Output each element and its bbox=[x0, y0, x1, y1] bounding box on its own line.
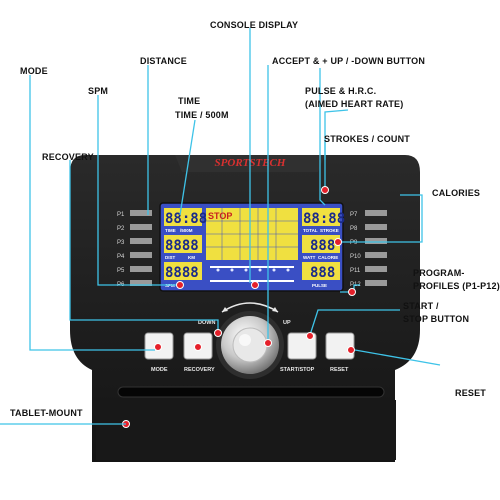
program-label-p11: P11 bbox=[350, 268, 361, 274]
label-program-profiles-2: PROFILES (P1-P12) bbox=[413, 281, 500, 291]
label-console-display: CONSOLE DISPLAY bbox=[210, 20, 298, 30]
label-aimed-heart-rate: (AIMED HEART RATE) bbox=[305, 99, 403, 109]
reset-button[interactable] bbox=[325, 332, 355, 360]
label-pulse: PULSE & H.R.C. bbox=[305, 86, 376, 96]
label-tablet-mount: TABLET-MOUNT bbox=[10, 408, 83, 418]
lcd-spm-digits: 8888 bbox=[165, 265, 199, 281]
callout-lines bbox=[29, 28, 441, 366]
lcd-tag-total: TOTAL bbox=[303, 228, 318, 233]
label-reset: RESET bbox=[455, 388, 486, 398]
lcd-tag-500m: /500M bbox=[180, 228, 193, 233]
lcd-tag-time: TIME bbox=[165, 228, 176, 233]
program-label-p5: P5 bbox=[117, 268, 125, 274]
program-profiles-left: P1 P2 P3 P4 P5 P6 bbox=[117, 210, 152, 288]
program-label-p2: P2 bbox=[117, 226, 125, 232]
lcd-calorie-digits: 888 bbox=[310, 238, 335, 254]
label-time-500m: TIME / 500M bbox=[175, 110, 229, 120]
program-label-p3: P3 bbox=[117, 240, 125, 246]
program-label-p4: P4 bbox=[117, 254, 125, 260]
label-start-stop-2: STOP BUTTON bbox=[403, 314, 469, 324]
mode-button-label: MODE bbox=[151, 367, 168, 373]
label-strokes-count: STROKES / COUNT bbox=[324, 134, 410, 144]
label-accept-up-down: ACCEPT & + UP / -DOWN BUTTON bbox=[272, 56, 425, 66]
lcd-stroke-digits: 88:88 bbox=[303, 211, 345, 227]
program-label-p10: P10 bbox=[350, 254, 361, 260]
lcd-tag-calorie: CALORIE bbox=[318, 255, 338, 260]
label-distance: DISTANCE bbox=[140, 56, 187, 66]
lcd-rower-icons bbox=[210, 266, 294, 282]
label-calories: CALORIES bbox=[432, 188, 480, 198]
label-program-profiles-1: PROGRAM- bbox=[413, 268, 465, 278]
lcd-tag-pulse: PULSE bbox=[312, 283, 327, 288]
lcd-tag-watt: WATT bbox=[303, 255, 316, 260]
lcd-pulse-digits: 888 bbox=[310, 265, 335, 281]
lcd-time-digits: 88:88 bbox=[165, 211, 207, 227]
lcd-tag-stroke: STROKE bbox=[320, 228, 339, 233]
start-stop-button-label: START/STOP bbox=[280, 367, 315, 373]
label-mode: MODE bbox=[20, 66, 48, 76]
lcd-tag-km: KM bbox=[188, 255, 195, 260]
program-label-p1: P1 bbox=[117, 212, 125, 218]
recovery-button-label: RECOVERY bbox=[184, 367, 215, 373]
up-label: UP bbox=[283, 320, 291, 326]
callout-dots bbox=[122, 186, 356, 428]
label-recovery: RECOVERY bbox=[42, 152, 94, 162]
label-start-stop-1: START / bbox=[403, 301, 439, 311]
program-label-p7: P7 bbox=[350, 212, 358, 218]
program-label-p8: P8 bbox=[350, 226, 358, 232]
accept-knob[interactable] bbox=[216, 311, 284, 379]
down-label: DOWN bbox=[198, 320, 215, 326]
label-spm: SPM bbox=[88, 86, 108, 96]
program-label-p9: P9 bbox=[350, 240, 358, 246]
tablet-mount bbox=[96, 386, 396, 460]
lcd-stop-indicator: STOP bbox=[208, 211, 232, 221]
lcd-distance-digits: 8888 bbox=[165, 238, 199, 254]
lcd-tag-dist: DIST bbox=[165, 255, 176, 260]
label-time: TIME bbox=[178, 96, 200, 106]
lcd-display: STOP 88:88 8888 8888 TIME /500M DIST KM … bbox=[159, 202, 345, 292]
reset-button-label: RESET bbox=[330, 367, 349, 373]
